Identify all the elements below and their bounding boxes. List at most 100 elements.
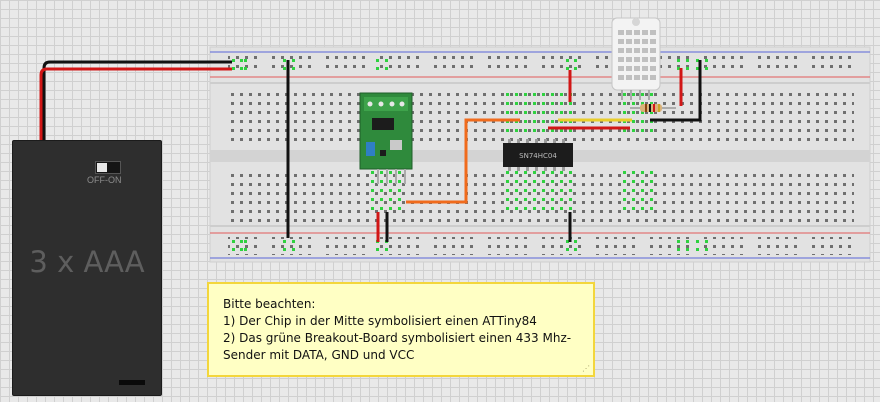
note-box[interactable]: Bitte beachten: 1) Der Chip in der Mitte…	[207, 282, 595, 377]
sensor-vent	[650, 66, 656, 71]
attiny-chip[interactable]: SN74HC04	[503, 139, 573, 171]
connected-hole	[515, 102, 518, 105]
connected-hole	[389, 189, 392, 192]
connected-hole	[385, 67, 388, 70]
connected-hole	[533, 93, 536, 96]
connected-hole	[371, 207, 374, 210]
connected-hole	[542, 111, 545, 114]
connected-hole	[560, 207, 563, 210]
connected-hole	[574, 67, 577, 70]
connected-hole	[524, 207, 527, 210]
connected-hole	[686, 67, 689, 70]
connected-hole	[283, 248, 286, 251]
temperature-humidity-sensor[interactable]	[611, 17, 661, 100]
sensor-vent	[642, 66, 648, 71]
connected-hole	[696, 67, 699, 70]
connected-hole	[542, 198, 545, 201]
sensor-vent	[618, 48, 624, 53]
data-wire[interactable]	[406, 118, 520, 204]
connected-hole	[506, 93, 509, 96]
sensor-vent	[634, 57, 640, 62]
connected-hole	[515, 111, 518, 114]
connected-hole	[566, 67, 569, 70]
connected-hole	[389, 207, 392, 210]
connected-hole	[542, 171, 545, 174]
connected-hole	[569, 198, 572, 201]
connected-hole	[650, 129, 653, 132]
connected-hole	[574, 240, 577, 243]
connected-hole	[533, 180, 536, 183]
connected-hole	[506, 207, 509, 210]
connected-hole	[560, 129, 563, 132]
sensor-vent	[626, 30, 632, 35]
connected-hole	[542, 93, 545, 96]
connected-hole	[506, 198, 509, 201]
connected-hole	[232, 59, 235, 62]
connected-hole	[650, 93, 653, 96]
power-switch[interactable]	[95, 161, 121, 174]
transmitter-breakout-board[interactable]	[359, 92, 413, 184]
resistor[interactable]	[630, 104, 676, 112]
connected-hole	[371, 180, 374, 183]
connected-hole	[542, 180, 545, 183]
connected-hole	[232, 248, 235, 251]
resize-grip-icon[interactable]: ⋰	[582, 364, 590, 373]
connected-hole	[542, 189, 545, 192]
connected-hole	[551, 207, 554, 210]
bottom-rail-holes	[228, 237, 858, 255]
connected-hole	[515, 93, 518, 96]
sensor-ground-wire[interactable]	[650, 60, 702, 122]
connected-hole	[533, 120, 536, 123]
connected-hole	[641, 93, 644, 96]
connected-hole	[566, 240, 569, 243]
battery-pack[interactable]: OFF-ON 3 x AAA	[12, 140, 162, 396]
connected-hole	[686, 240, 689, 243]
connected-hole	[650, 189, 653, 192]
sensor-vent	[642, 39, 648, 44]
connected-hole	[677, 240, 680, 243]
sensor-vent	[634, 30, 640, 35]
connected-hole	[686, 59, 689, 62]
connected-hole	[569, 189, 572, 192]
note-line: Sender mit DATA, GND und VCC	[223, 348, 415, 362]
connected-hole	[574, 59, 577, 62]
connected-hole	[569, 111, 572, 114]
connected-hole	[650, 102, 653, 105]
connected-hole	[398, 198, 401, 201]
connected-hole	[677, 248, 680, 251]
connected-hole	[385, 248, 388, 251]
connected-hole	[506, 111, 509, 114]
connected-hole	[533, 171, 536, 174]
battery-power-wire[interactable]	[39, 67, 232, 140]
connected-hole	[641, 129, 644, 132]
top-rail-holes	[228, 56, 858, 74]
connected-hole	[569, 102, 572, 105]
sensor-vent	[626, 66, 632, 71]
connected-hole	[283, 240, 286, 243]
connected-hole	[560, 189, 563, 192]
connected-hole	[542, 120, 545, 123]
sensor-vent	[650, 39, 656, 44]
connected-hole	[244, 67, 247, 70]
connected-hole	[524, 102, 527, 105]
connected-hole	[623, 207, 626, 210]
connected-hole	[623, 93, 626, 96]
connected-hole	[641, 180, 644, 183]
sensor-vent	[618, 39, 624, 44]
connected-hole	[551, 180, 554, 183]
connected-hole	[283, 59, 286, 62]
sensor-vent	[634, 39, 640, 44]
battery-ground-wire[interactable]	[42, 60, 232, 140]
connected-hole	[696, 59, 699, 62]
connected-hole	[641, 111, 644, 114]
connected-hole	[623, 111, 626, 114]
connected-hole	[574, 248, 577, 251]
connected-hole	[632, 102, 635, 105]
connected-hole	[524, 120, 527, 123]
note-line: Bitte beachten:	[223, 297, 316, 311]
chip-label: SN74HC04	[519, 152, 557, 160]
connected-hole	[398, 180, 401, 183]
connected-hole	[623, 198, 626, 201]
connected-hole	[641, 189, 644, 192]
